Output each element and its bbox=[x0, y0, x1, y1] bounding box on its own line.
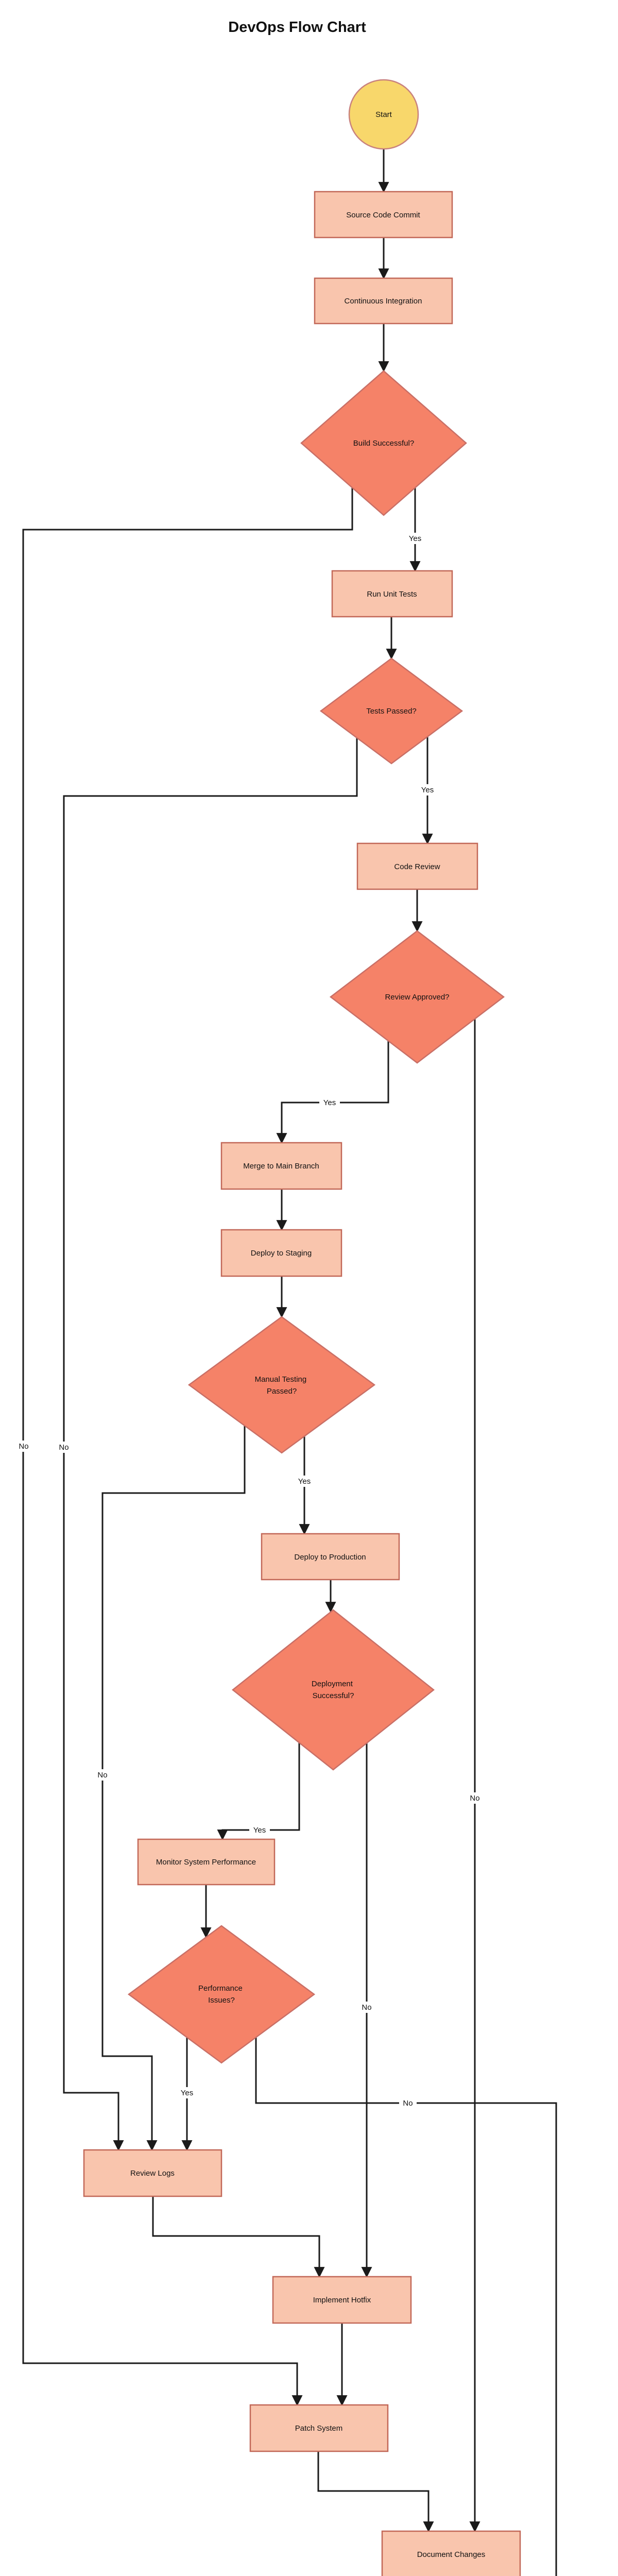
svg-text:Deploy to Production: Deploy to Production bbox=[294, 1553, 366, 1562]
svg-text:Manual Testing Passed?: Manual Testing Passed? bbox=[255, 1375, 309, 1396]
edge-label-reviewapproved-yes: Yes bbox=[319, 1097, 340, 1108]
edge-patch-docchanges bbox=[317, 2451, 434, 2533]
svg-text:Yes: Yes bbox=[323, 1098, 336, 1107]
svg-text:Yes: Yes bbox=[181, 2089, 193, 2097]
page-title: DevOps Flow Chart bbox=[228, 19, 366, 36]
svg-text:No: No bbox=[470, 1794, 479, 1803]
svg-text:Continuous Integration: Continuous Integration bbox=[345, 297, 422, 306]
node-review-approved: Review Approved? bbox=[329, 930, 505, 1064]
edge-label-testspassed-yes: Yes bbox=[417, 784, 438, 795]
node-patch-system: Patch System bbox=[249, 2404, 389, 2452]
node-review-logs: Review Logs bbox=[83, 2149, 222, 2197]
node-tests-passed: Tests Passed? bbox=[319, 657, 464, 765]
node-monitor-system-performance: Monitor System Performance bbox=[137, 1838, 276, 1886]
svg-text:Code Review: Code Review bbox=[394, 862, 440, 871]
node-deployment-successful: Deployment Successful? bbox=[231, 1609, 435, 1771]
svg-text:Deployment Successful?: Deployment Successful? bbox=[312, 1680, 355, 1700]
edge-reviewapproved-yes bbox=[276, 1041, 389, 1144]
edge-labels: Yes No Yes No Yes No Yes No bbox=[15, 533, 484, 2109]
edge-label-perfissues-yes: Yes bbox=[177, 2087, 197, 2098]
node-start: Start bbox=[348, 79, 419, 150]
svg-text:Yes: Yes bbox=[298, 1477, 311, 1486]
edge-label-manualtesting-no: No bbox=[94, 1769, 111, 1781]
svg-text:Deploy to Staging: Deploy to Staging bbox=[251, 1249, 312, 1258]
svg-text:No: No bbox=[59, 1443, 68, 1452]
svg-text:Source Code Commit: Source Code Commit bbox=[346, 211, 420, 219]
svg-text:Performance Issues?: Performance Issues? bbox=[198, 1984, 245, 2005]
edge-label-deploysuccess-no: No bbox=[358, 2002, 375, 2013]
node-source-code-commit: Source Code Commit bbox=[314, 191, 453, 239]
node-build-successful: Build Successful? bbox=[300, 370, 467, 516]
node-run-unit-tests: Run Unit Tests bbox=[331, 570, 453, 618]
edge-reviewlogs-hotfix bbox=[152, 2196, 325, 2278]
svg-text:Run Unit Tests: Run Unit Tests bbox=[367, 590, 417, 599]
node-document-changes: Document Changes bbox=[381, 2530, 521, 2576]
svg-text:No: No bbox=[97, 1771, 107, 1780]
svg-text:No: No bbox=[362, 2003, 371, 2012]
svg-text:Monitor System Performance: Monitor System Performance bbox=[156, 1858, 256, 1867]
svg-text:No: No bbox=[19, 1442, 28, 1451]
node-code-review: Code Review bbox=[356, 842, 478, 890]
node-deploy-to-production: Deploy to Production bbox=[261, 1533, 400, 1581]
node-continuous-integration: Continuous Integration bbox=[314, 277, 453, 325]
svg-text:No: No bbox=[403, 2099, 413, 2108]
edge-label-perfissues-no: No bbox=[399, 2097, 417, 2109]
edge-label-build-yes: Yes bbox=[405, 533, 425, 544]
node-merge-to-main-branch: Merge to Main Branch bbox=[220, 1142, 342, 1190]
edge-label-reviewapproved-no: No bbox=[466, 1792, 484, 1804]
svg-text:Tests Passed?: Tests Passed? bbox=[366, 707, 417, 716]
edge-label-manualtesting-yes: Yes bbox=[294, 1476, 315, 1487]
node-deploy-to-staging: Deploy to Staging bbox=[220, 1229, 342, 1277]
svg-text:Document Changes: Document Changes bbox=[417, 2550, 486, 2559]
svg-text:Patch System: Patch System bbox=[295, 2424, 343, 2433]
svg-text:Review Logs: Review Logs bbox=[130, 2169, 175, 2178]
edge-label-build-no: No bbox=[15, 1440, 32, 1452]
node-implement-hotfix: Implement Hotfix bbox=[272, 2276, 412, 2324]
svg-text:Review Approved?: Review Approved? bbox=[385, 993, 449, 1002]
nodes: Start Source Code Commit Continuous Inte… bbox=[83, 79, 521, 2576]
node-performance-issues: Performance Issues? bbox=[127, 1925, 316, 2064]
node-manual-testing-passed: Manual Testing Passed? bbox=[187, 1316, 376, 1454]
svg-text:Build Successful?: Build Successful? bbox=[353, 439, 414, 448]
edge-label-testspassed-no: No bbox=[55, 1442, 73, 1453]
svg-text:Yes: Yes bbox=[421, 786, 434, 794]
svg-text:Merge to Main Branch: Merge to Main Branch bbox=[243, 1162, 319, 1171]
svg-text:Yes: Yes bbox=[409, 534, 421, 543]
svg-text:Yes: Yes bbox=[253, 1826, 266, 1835]
svg-text:Start: Start bbox=[375, 110, 392, 119]
svg-text:Implement Hotfix: Implement Hotfix bbox=[313, 2296, 371, 2304]
edge-label-deploysuccess-yes: Yes bbox=[249, 1824, 270, 1836]
